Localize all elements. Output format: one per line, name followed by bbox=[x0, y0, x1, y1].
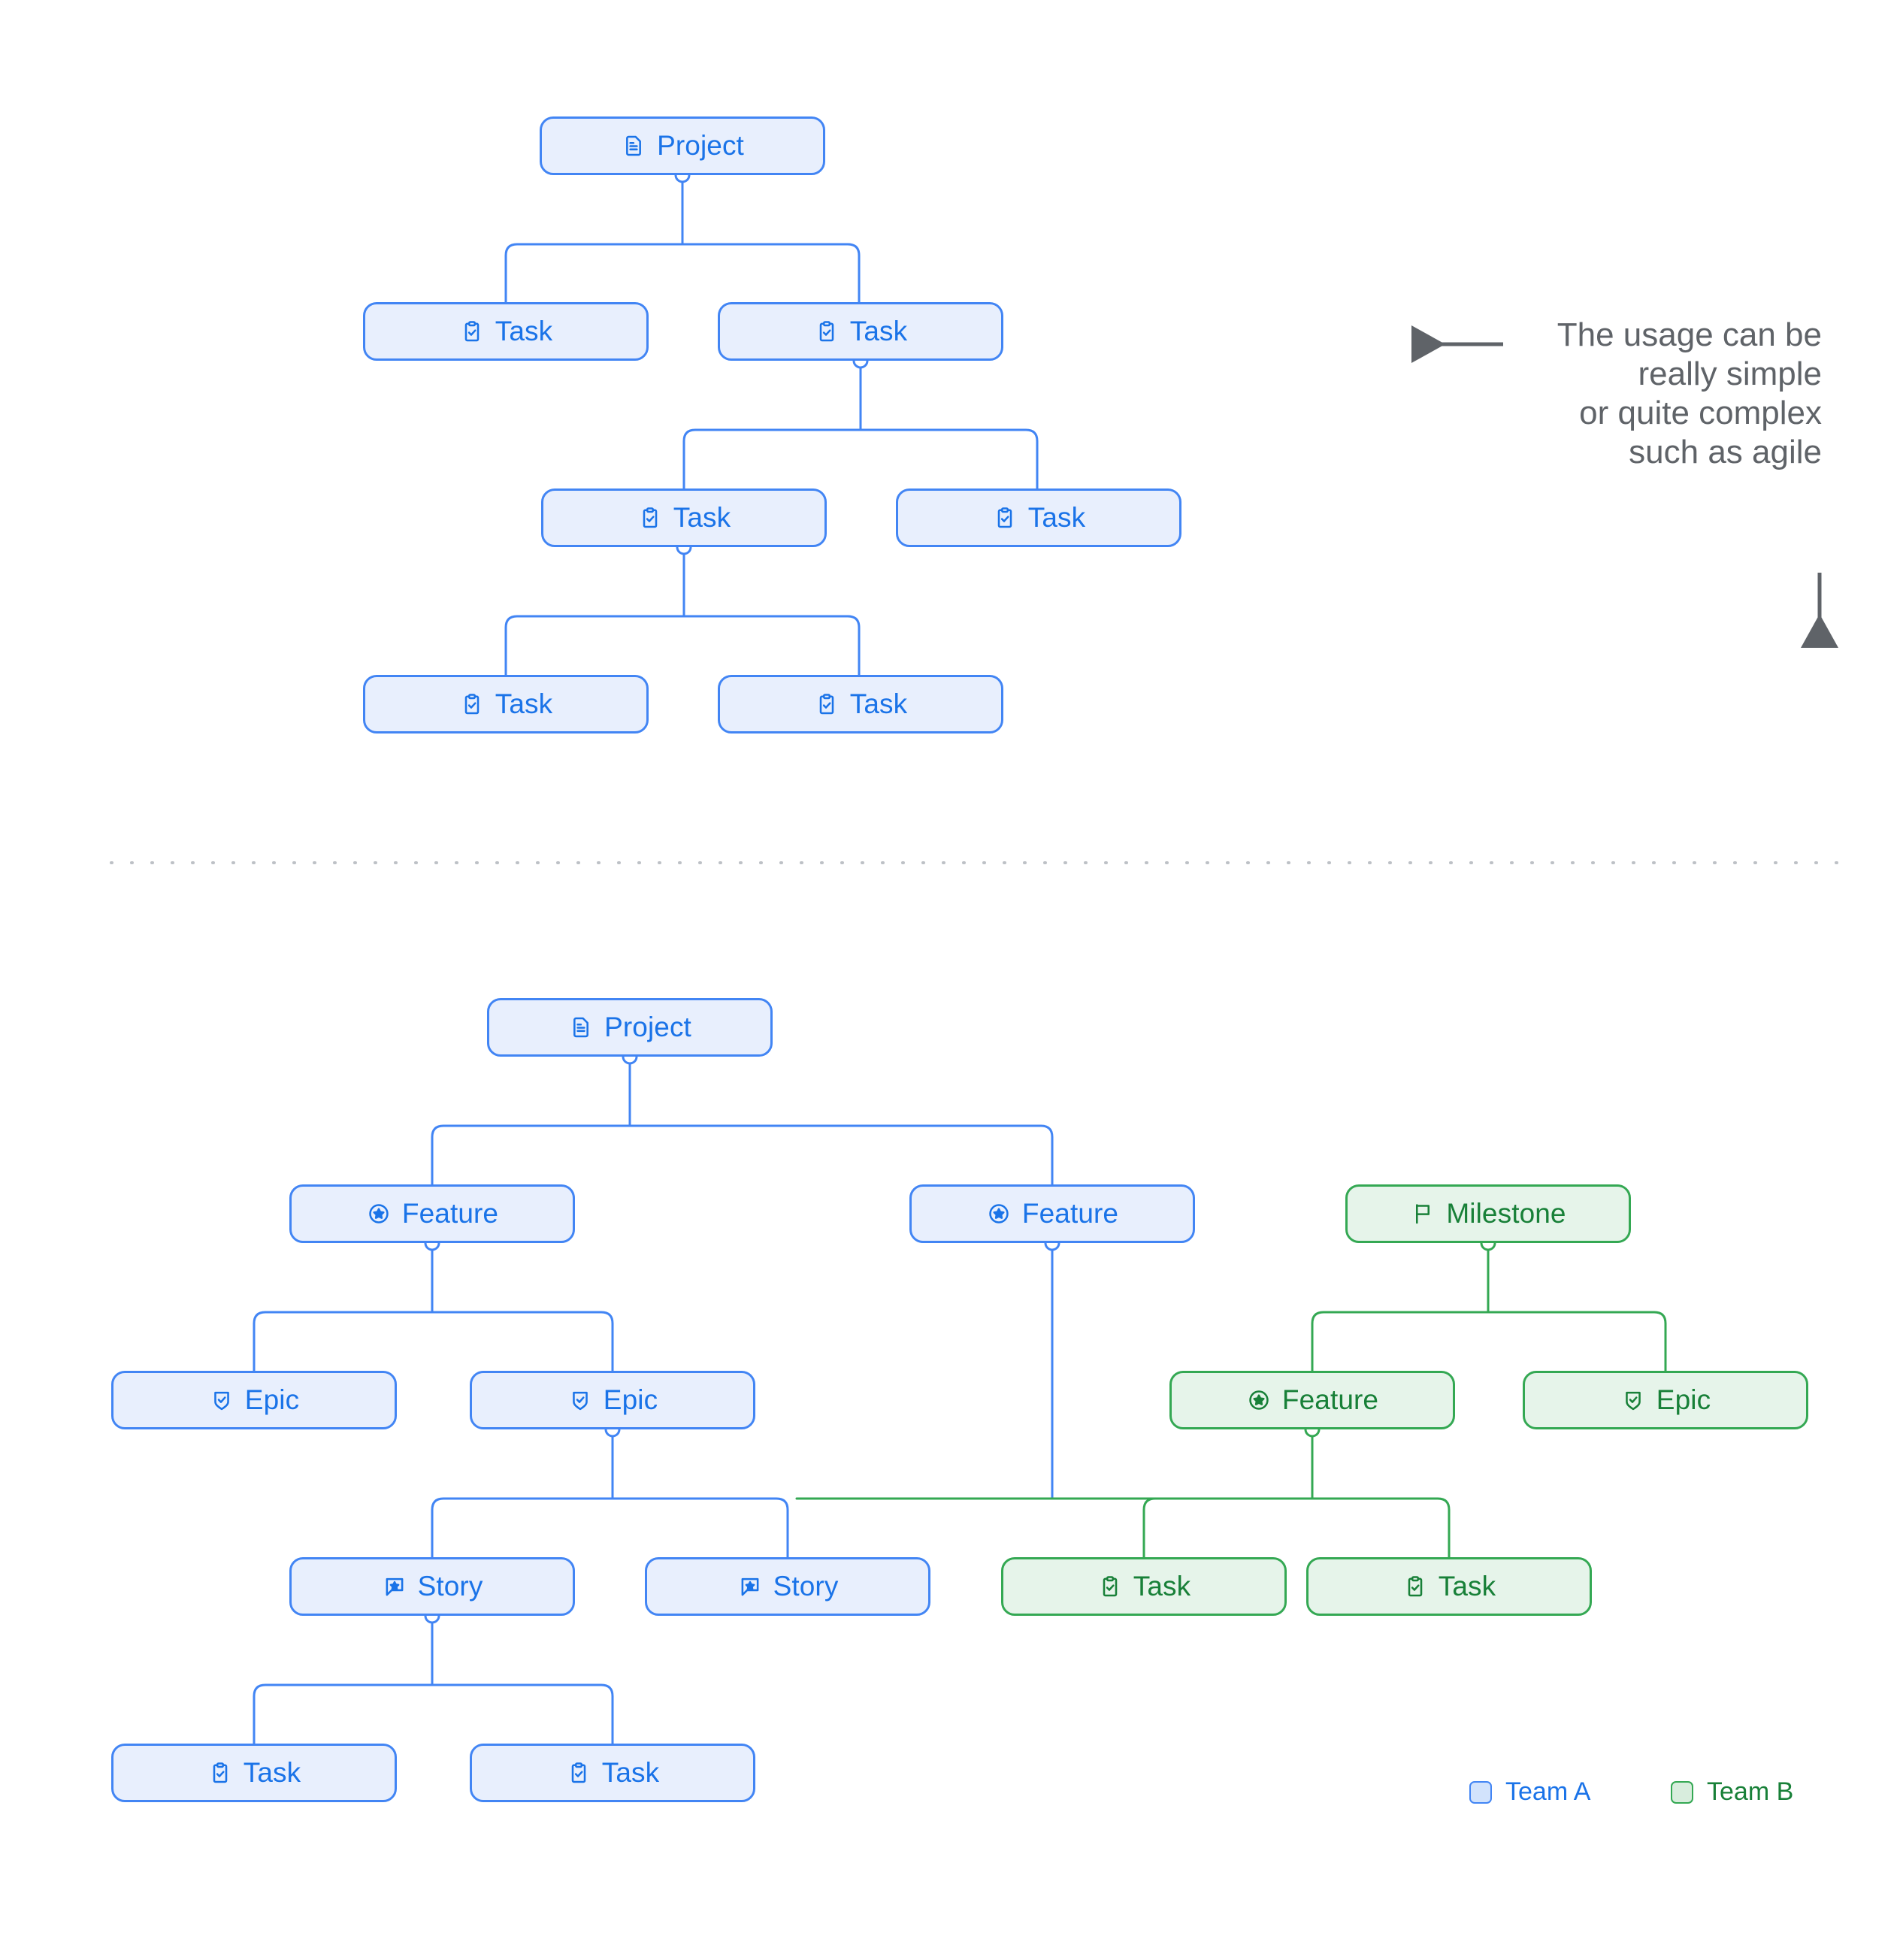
node-milestone[interactable]: Milestone bbox=[1345, 1184, 1631, 1243]
shield-check-icon bbox=[1620, 1387, 1646, 1413]
clipboard-check-icon bbox=[1402, 1574, 1428, 1599]
legend-item-team-b: Team B bbox=[1671, 1777, 1793, 1807]
star-circle-icon bbox=[1246, 1387, 1272, 1413]
legend-label: Team A bbox=[1505, 1777, 1591, 1806]
node-task[interactable]: Task bbox=[1306, 1557, 1592, 1616]
node-label: Story bbox=[417, 1570, 483, 1602]
node-label: Milestone bbox=[1446, 1197, 1566, 1229]
node-label: Task bbox=[1438, 1570, 1496, 1602]
legend-item-team-a: Team A bbox=[1469, 1777, 1590, 1807]
node-feature[interactable]: Feature bbox=[1169, 1371, 1455, 1429]
node-task[interactable]: Task bbox=[363, 675, 649, 733]
node-task[interactable]: Task bbox=[896, 488, 1181, 547]
node-label: Epic bbox=[1656, 1384, 1711, 1415]
node-label: Story bbox=[773, 1570, 839, 1602]
clipboard-check-icon bbox=[459, 691, 485, 717]
node-label: Feature bbox=[1021, 1197, 1119, 1229]
clipboard-check-icon bbox=[1097, 1574, 1123, 1599]
node-task[interactable]: Task bbox=[111, 1744, 397, 1802]
node-epic[interactable]: Epic bbox=[470, 1371, 755, 1429]
flag-icon bbox=[1410, 1201, 1436, 1227]
shield-check-icon bbox=[209, 1387, 234, 1413]
document-icon bbox=[568, 1015, 594, 1040]
node-label: Epic bbox=[603, 1384, 658, 1415]
legend-label: Team B bbox=[1707, 1777, 1794, 1806]
node-label: Task bbox=[495, 315, 553, 346]
clipboard-check-icon bbox=[566, 1760, 591, 1786]
node-label: Epic bbox=[244, 1384, 300, 1415]
node-label: Project bbox=[604, 1011, 691, 1042]
clipboard-check-icon bbox=[992, 505, 1018, 531]
node-label: Task bbox=[1027, 501, 1086, 533]
node-label: Task bbox=[673, 501, 731, 533]
square-swatch-icon bbox=[1469, 1780, 1492, 1804]
chat-star-icon bbox=[382, 1574, 407, 1599]
annotation-text: The usage can be really simple or quite … bbox=[1557, 316, 1822, 470]
node-task[interactable]: Task bbox=[1001, 1557, 1287, 1616]
node-label: Task bbox=[849, 315, 908, 346]
node-task[interactable]: Task bbox=[363, 302, 649, 361]
node-label: Task bbox=[243, 1756, 301, 1788]
node-label: Feature bbox=[1281, 1384, 1379, 1415]
shield-check-icon bbox=[567, 1387, 593, 1413]
star-circle-icon bbox=[986, 1201, 1012, 1227]
node-task[interactable]: Task bbox=[718, 675, 1003, 733]
node-story[interactable]: Story bbox=[645, 1557, 930, 1616]
clipboard-check-icon bbox=[459, 319, 485, 344]
node-feature[interactable]: Feature bbox=[289, 1184, 575, 1243]
chat-star-icon bbox=[737, 1574, 763, 1599]
clipboard-check-icon bbox=[637, 505, 663, 531]
node-label: Task bbox=[1133, 1570, 1191, 1602]
square-swatch-icon bbox=[1671, 1780, 1693, 1804]
node-label: Feature bbox=[401, 1197, 499, 1229]
node-story[interactable]: Story bbox=[289, 1557, 575, 1616]
node-project[interactable]: Project bbox=[540, 116, 825, 175]
clipboard-check-icon bbox=[207, 1760, 233, 1786]
node-label: Task bbox=[495, 688, 553, 719]
node-task[interactable]: Task bbox=[718, 302, 1003, 361]
node-label: Task bbox=[849, 688, 908, 719]
clipboard-check-icon bbox=[814, 319, 840, 344]
node-epic[interactable]: Epic bbox=[1523, 1371, 1808, 1429]
node-epic[interactable]: Epic bbox=[111, 1371, 397, 1429]
node-task[interactable]: Task bbox=[470, 1744, 755, 1802]
simple-tree-connectors bbox=[504, 167, 1039, 676]
star-circle-icon bbox=[366, 1201, 392, 1227]
node-label: Task bbox=[601, 1756, 660, 1788]
node-feature[interactable]: Feature bbox=[909, 1184, 1195, 1243]
node-label: Project bbox=[657, 129, 744, 161]
clipboard-check-icon bbox=[814, 691, 840, 717]
node-task[interactable]: Task bbox=[541, 488, 827, 547]
node-project[interactable]: Project bbox=[487, 998, 773, 1057]
document-icon bbox=[621, 133, 646, 159]
